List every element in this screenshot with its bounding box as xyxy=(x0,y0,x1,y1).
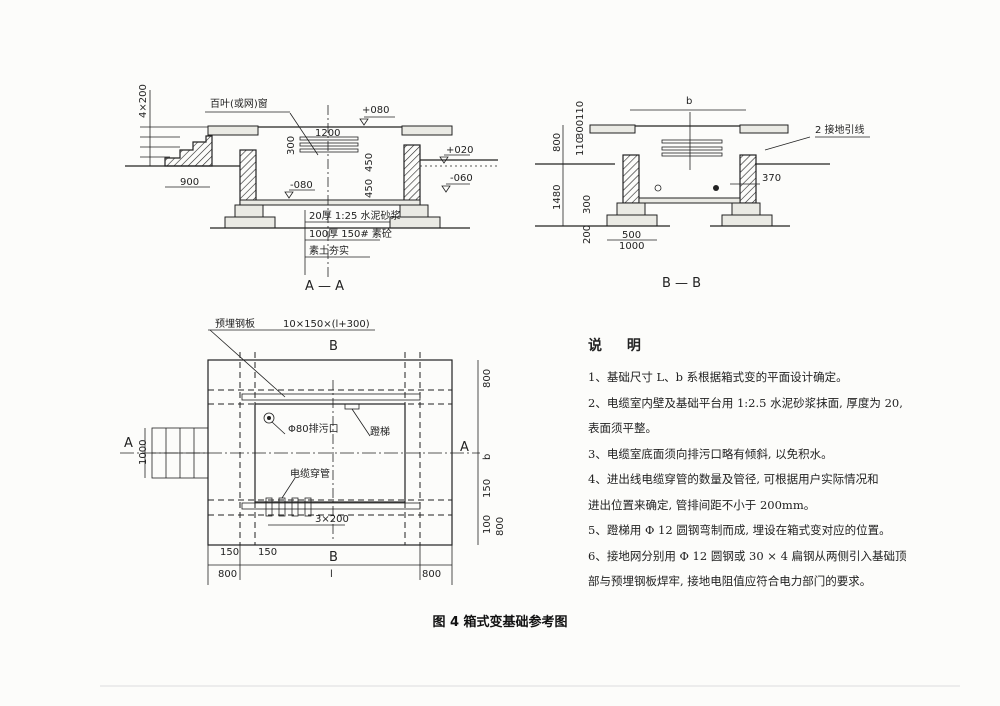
dim-370: 370 xyxy=(762,173,781,184)
note-line: 3、电缆室底面须向排污口略有倾斜, 以免积水。 xyxy=(588,446,833,461)
dim-450-b: 450 xyxy=(364,179,375,198)
section-marker-a-right: A xyxy=(460,440,469,455)
plate-label: 预埋钢板 xyxy=(215,317,255,330)
dim-800-top: 800 xyxy=(482,369,493,388)
layer-3: 素土夯实 xyxy=(309,244,349,257)
elev-floor: -080 xyxy=(290,180,313,191)
elev-ground: +020 xyxy=(446,145,473,156)
drain-icon xyxy=(263,412,275,424)
note-line: 5、蹬梯用 Φ 12 圆钢弯制而成, 埋设在箱式变对应的位置。 xyxy=(588,523,891,537)
dim-150-b: 150 xyxy=(258,547,277,558)
dim-300: 300 xyxy=(582,195,593,214)
section-aa: 百叶(或网)窗 +080 1200 300 450 450 4×200 900 … xyxy=(125,84,498,294)
section-marker-b-top: B xyxy=(329,339,338,354)
elev-top: +080 xyxy=(362,105,389,116)
louver-label: 百叶(或网)窗 xyxy=(210,97,268,110)
ladder-label: 蹬梯 xyxy=(370,425,390,438)
dim-450-a: 450 xyxy=(364,153,375,172)
dim-200: 200 xyxy=(582,225,593,244)
notes-title: 说 明 xyxy=(588,338,651,354)
section-bb-title: B — B xyxy=(662,276,701,291)
dim-500: 500 xyxy=(622,230,641,241)
cable-pipes xyxy=(265,497,312,517)
drain-label: Φ80排污口 xyxy=(288,422,339,435)
section-marker-b-bottom: B xyxy=(329,550,338,565)
dim-110-top: 110 xyxy=(575,101,586,120)
note-line: 表面须平整。 xyxy=(588,421,657,435)
dim-b: b xyxy=(686,96,692,107)
dim-louver-height: 300 xyxy=(286,136,297,155)
steps xyxy=(164,135,213,167)
dim-800-left: 800 xyxy=(218,569,237,580)
note-line: 4、进出线电缆穿管的数量及管径, 可根据用户实际情况和 xyxy=(588,472,879,486)
ground-lead-label: 2 接地引线 xyxy=(815,123,865,136)
layer-2: 100厚 150# 素砼 xyxy=(309,227,392,240)
plan-view: 预埋钢板 10×150×(l+300) B B A A 1000 b 800 1… xyxy=(120,317,506,585)
dim-louver-width: 1200 xyxy=(315,128,340,139)
note-line: 6、接地网分别用 Φ 12 圆钢或 30 × 4 扁钢从两侧引入基础顶 xyxy=(588,548,907,563)
elev-outside: -060 xyxy=(450,173,473,184)
dim-steps: 4×200 xyxy=(138,84,149,118)
note-line: 2、电缆室内壁及基础平台用 1:2.5 水泥砂浆抹面, 厚度为 20, xyxy=(588,395,903,410)
layer-1: 20厚 1:25 水泥砂浆 xyxy=(309,209,401,222)
plate-size: 10×150×(l+300) xyxy=(283,319,370,330)
dim-1000: 1000 xyxy=(619,241,644,252)
cable-pipe-label: 电缆穿管 xyxy=(290,467,330,480)
dim-800: 800 xyxy=(552,133,563,152)
dim-800-bottom: 800 xyxy=(495,517,506,536)
section-aa-title: A — A xyxy=(305,279,344,294)
dim-110-bot: 110 xyxy=(575,137,586,156)
dim-3x200: 3×200 xyxy=(315,514,349,525)
dim-150-right: 150 xyxy=(482,479,493,498)
section-bb: b 2 接地引线 370 800 1480 300 200 110 300 11… xyxy=(535,96,870,291)
note-line: 部与预埋钢板焊牢, 接地电阻值应符合电力部门的要求。 xyxy=(588,574,872,588)
dim-800-right: 800 xyxy=(422,569,441,580)
note-line: 1、基础尺寸 L、b 系根据箱式变的平面设计确定。 xyxy=(588,370,848,384)
notes-block: 说 明 1、基础尺寸 L、b 系根据箱式变的平面设计确定。 2、电缆室内壁及基础… xyxy=(588,335,928,595)
dim-b: b xyxy=(482,454,493,460)
dim-1480: 1480 xyxy=(552,185,563,210)
dim-150-a: 150 xyxy=(220,547,239,558)
dim-300-mid: 300 xyxy=(575,120,586,139)
dim-100: 100 xyxy=(482,515,493,534)
section-marker-a-left: A xyxy=(124,436,133,451)
dim-step-run: 900 xyxy=(180,177,199,188)
note-line: 进出位置来确定, 管排间距不小于 200mm。 xyxy=(588,497,816,512)
dim-1000: 1000 xyxy=(138,440,149,465)
figure-caption: 图 4 箱式变基础参考图 xyxy=(432,615,568,630)
dim-l: l xyxy=(330,569,333,580)
